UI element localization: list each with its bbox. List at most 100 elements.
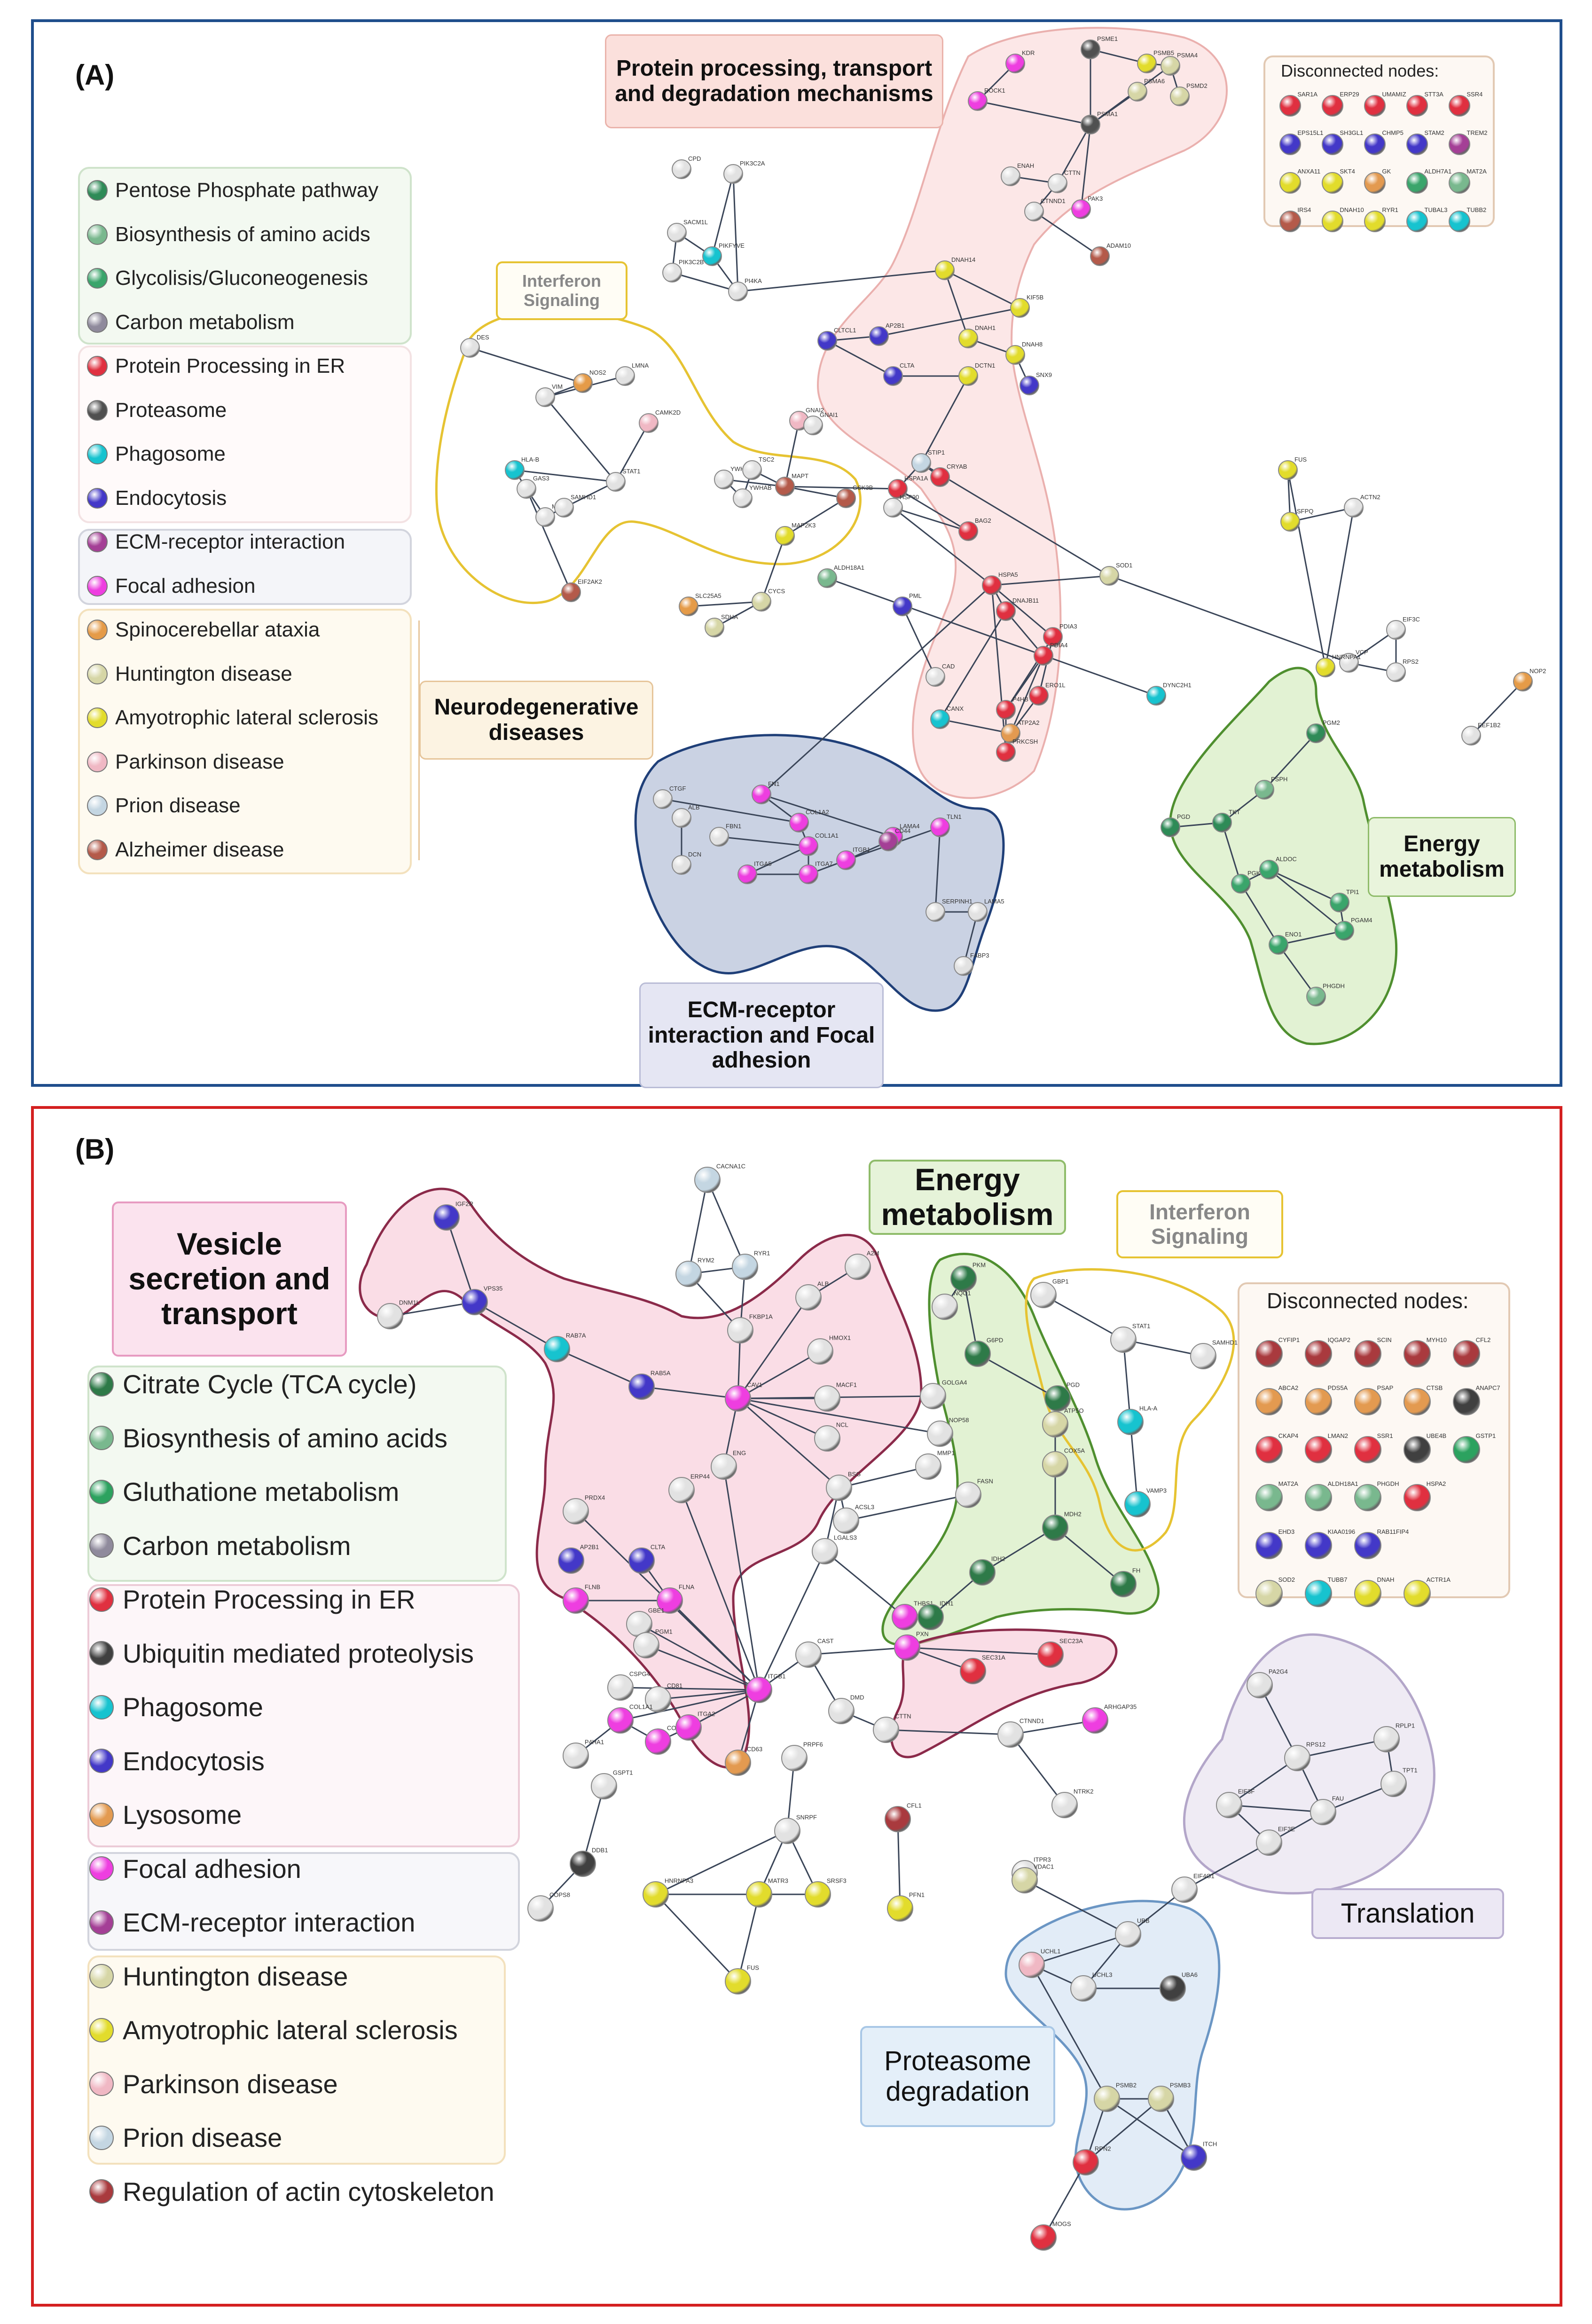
net-b-node-nqo1[interactable] (932, 1294, 958, 1320)
disc-b-node-pds5a[interactable] (1305, 1388, 1332, 1415)
disc-a-node-trem2[interactable] (1449, 133, 1470, 155)
net-a-node-psma1[interactable] (1081, 115, 1100, 134)
net-a-node-dctn1[interactable] (958, 366, 978, 386)
net-a-node-itgb1[interactable] (836, 850, 856, 870)
net-b-node-ntrk2[interactable] (1051, 1792, 1078, 1818)
net-a-node-tsc2[interactable] (742, 460, 762, 480)
net-a-node-rock1[interactable] (968, 91, 988, 111)
net-b-node-cast[interactable] (795, 1641, 822, 1668)
net-b-node-fus[interactable] (725, 1968, 751, 1994)
net-b-node-nop58[interactable] (927, 1421, 953, 1447)
net-a-node-pikfyve[interactable] (702, 246, 722, 266)
net-b-node-eif3f[interactable] (1216, 1792, 1242, 1818)
net-a-node-col1a2[interactable] (789, 813, 809, 832)
net-b-node-mdh2[interactable] (1042, 1515, 1068, 1541)
net-b-node-prpf6[interactable] (781, 1745, 808, 1771)
net-a-node-itga7[interactable] (799, 864, 818, 884)
net-b-node-macf1[interactable] (814, 1385, 840, 1412)
net-a-node-dnah8[interactable] (1005, 345, 1025, 365)
disc-a-node-tubb2[interactable] (1449, 211, 1470, 232)
net-a-node-hnrnpa1[interactable] (1316, 658, 1335, 677)
disc-b-node-aldh18a1[interactable] (1305, 1484, 1332, 1511)
net-a-node-ero1l[interactable] (1029, 686, 1049, 706)
net-a-node-snx9[interactable] (1020, 376, 1039, 395)
net-a-node-eno1[interactable] (1269, 935, 1288, 955)
net-b-node-lgals3[interactable] (812, 1538, 838, 1564)
net-b-node-rym2[interactable] (675, 1261, 702, 1287)
net-a-node-pdia3[interactable] (1043, 627, 1063, 647)
net-b-node-srsf3[interactable] (805, 1881, 831, 1908)
net-b-node-cox5a[interactable] (1042, 1451, 1068, 1477)
net-a-node-psme1[interactable] (1081, 39, 1100, 59)
net-b-node-rps12[interactable] (1284, 1745, 1310, 1771)
net-b-node-pkm[interactable] (950, 1265, 977, 1292)
net-a-node-dcn[interactable] (672, 855, 691, 875)
net-a-node-rps2[interactable] (1386, 662, 1406, 682)
net-a-node-fus[interactable] (1278, 460, 1298, 480)
net-a-node-canx[interactable] (930, 709, 950, 729)
net-b-node-dmd[interactable] (828, 1698, 855, 1724)
net-a-node-fabp3[interactable] (954, 956, 973, 976)
disc-a-node-sar1a[interactable] (1279, 95, 1301, 117)
net-b-node-gspt1[interactable] (591, 1773, 617, 1799)
net-a-node-pik3c2b[interactable] (662, 263, 682, 283)
disc-a-node-sh3gl1[interactable] (1322, 133, 1343, 155)
disc-b-node-tubb7[interactable] (1305, 1580, 1332, 1607)
net-a-node-pak3[interactable] (1071, 199, 1091, 219)
net-b-node-vdac1[interactable] (1012, 1867, 1038, 1893)
net-b-node-dnm1l[interactable] (377, 1303, 403, 1329)
disc-b-node-cyfip1[interactable] (1255, 1340, 1283, 1367)
net-a-node-ywhae[interactable] (714, 470, 734, 489)
net-b-node-hla-a[interactable] (1117, 1409, 1144, 1435)
net-a-node-tkt[interactable] (1212, 813, 1232, 832)
net-a-node-sod1[interactable] (1099, 566, 1119, 586)
net-b-node-g6pd[interactable] (965, 1341, 991, 1367)
net-a-node-bag2[interactable] (958, 521, 978, 541)
net-b-node-cav1[interactable] (725, 1385, 751, 1412)
net-b-node-vps35[interactable] (462, 1289, 488, 1315)
net-a-node-cryab[interactable] (930, 467, 950, 487)
net-b-node-sec31a[interactable] (960, 1658, 986, 1684)
net-a-node-eif2ak2[interactable] (561, 582, 581, 602)
disc-b-node-dnah[interactable] (1354, 1580, 1381, 1607)
net-a-node-gas3[interactable] (517, 479, 536, 499)
net-a-node-slc25a5[interactable] (679, 597, 698, 616)
net-a-node-psmb5[interactable] (1137, 54, 1157, 73)
net-a-node-col1a1[interactable] (799, 836, 818, 856)
disc-a-node-ssr4[interactable] (1449, 95, 1470, 117)
net-b-node-eng[interactable] (711, 1453, 737, 1480)
net-b-node-rplp1[interactable] (1373, 1726, 1400, 1752)
net-a-node-ctgf[interactable] (653, 789, 673, 809)
net-b-node-golga4[interactable] (920, 1383, 946, 1409)
net-a-node-pgd[interactable] (1161, 817, 1180, 837)
net-a-node-cpd[interactable] (672, 159, 691, 179)
net-b-node-atp5o[interactable] (1042, 1411, 1068, 1437)
net-a-node-vcp[interactable] (1339, 653, 1359, 673)
disc-b-node-ehd3[interactable] (1255, 1532, 1283, 1559)
net-a-node-fn1[interactable] (752, 785, 771, 804)
net-a-node-atp2a2[interactable] (1001, 723, 1020, 743)
net-b-node-ubb[interactable] (1115, 1921, 1141, 1947)
net-a-node-cltcl1[interactable] (817, 331, 837, 351)
net-a-node-itga5[interactable] (737, 864, 757, 884)
net-a-node-sfpq[interactable] (1280, 512, 1300, 532)
net-b-node-flna[interactable] (657, 1587, 683, 1614)
net-b-node-a2m[interactable] (845, 1254, 871, 1280)
net-a-node-pik3c2a[interactable] (723, 164, 743, 184)
net-a-node-nop2[interactable] (1513, 672, 1533, 691)
net-b-node-sec23a[interactable] (1037, 1641, 1064, 1668)
net-a-node-map2k3[interactable] (775, 526, 795, 546)
net-a-node-samhd1[interactable] (554, 498, 574, 518)
disc-b-node-ckap4[interactable] (1255, 1436, 1283, 1463)
disc-a-node-tubal3[interactable] (1406, 211, 1428, 232)
net-a-node-dync2h1[interactable] (1146, 686, 1166, 706)
net-b-node-psmb3[interactable] (1148, 2086, 1174, 2112)
net-a-node-dnajb11[interactable] (996, 601, 1016, 621)
net-b-node-flnb[interactable] (563, 1587, 589, 1614)
disc-a-node-aldh7a1[interactable] (1406, 172, 1428, 194)
net-a-node-serpinh1[interactable] (925, 902, 945, 922)
net-b-node-stat1[interactable] (1110, 1327, 1137, 1353)
net-b-node-col1a1[interactable] (607, 1707, 634, 1734)
net-a-node-kdr[interactable] (1005, 54, 1025, 73)
net-a-node-stat1[interactable] (606, 472, 626, 492)
